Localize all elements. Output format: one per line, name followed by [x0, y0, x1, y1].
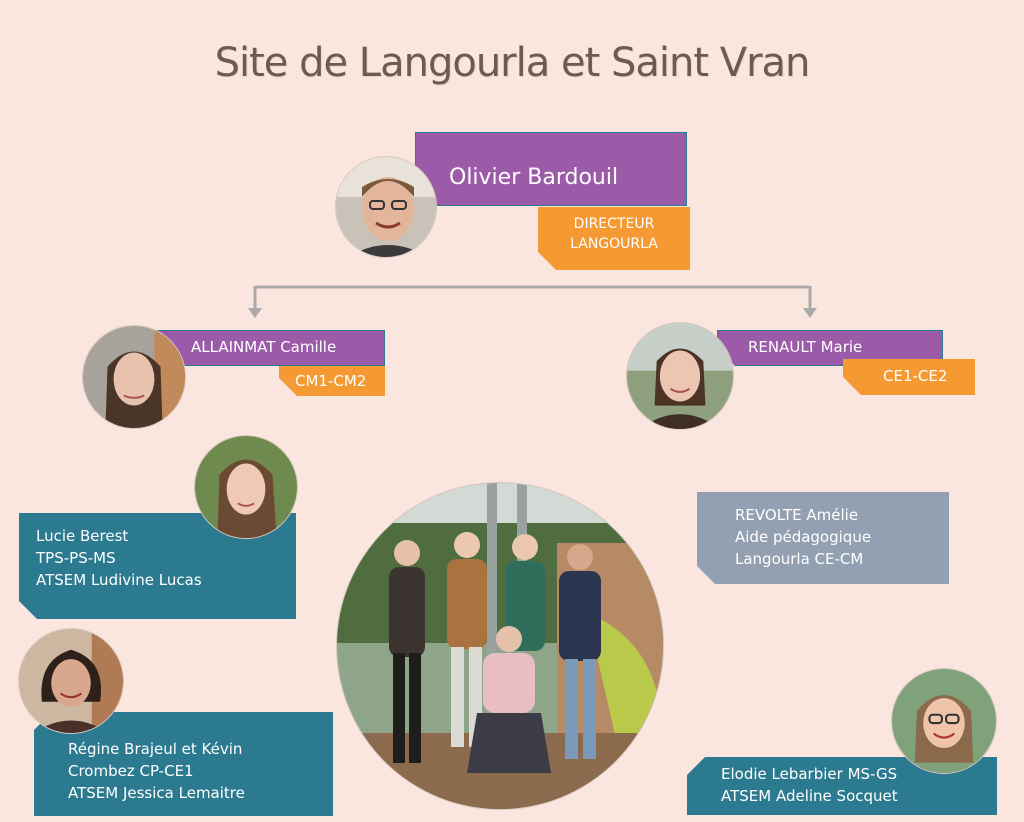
elodie-line-2: ATSEM Adeline Socquet: [721, 787, 898, 805]
director-photo: [335, 156, 437, 258]
teacher-left-photo: [82, 325, 186, 429]
teacher-left-class-box: CM1-CM2: [279, 366, 385, 396]
revolte-line-3: Langourla CE-CM: [735, 550, 864, 568]
revolte-line-2: Aide pédagogique: [735, 528, 872, 546]
teacher-right-photo: [626, 322, 734, 430]
elodie-photo: [891, 668, 997, 774]
lucie-photo: [194, 435, 298, 539]
teacher-left-name-box: ALLAINMAT Camille: [157, 330, 385, 366]
teacher-right-class-box: CE1-CE2: [843, 359, 975, 395]
revolte-info-box: REVOLTE Amélie Aide pédagogique Langourl…: [697, 492, 949, 584]
lucie-line-2: TPS-PS-MS: [36, 549, 116, 567]
director-role-line-2: LANGOURLA: [570, 236, 658, 252]
teacher-right-class: CE1-CE2: [883, 367, 948, 385]
director-role-box: DIRECTEUR LANGOURLA: [538, 207, 690, 270]
director-role-line-1: DIRECTEUR: [573, 216, 655, 232]
elodie-line-1: Elodie Lebarbier MS-GS: [721, 765, 898, 783]
arrow-down-icon: [803, 308, 817, 318]
teacher-right-name: RENAULT Marie: [748, 338, 863, 356]
lucie-line-1: Lucie Berest: [36, 527, 129, 545]
regine-line-1: Régine Brajeul et Kévin: [68, 740, 243, 758]
arrow-down-icon: [248, 308, 262, 318]
group-photo: [336, 482, 664, 810]
page-title: Site de Langourla et Saint Vran: [214, 40, 811, 86]
regine-line-2: Crombez CP-CE1: [68, 762, 194, 780]
regine-line-3: ATSEM Jessica Lemaitre: [68, 784, 245, 802]
teacher-left-class: CM1-CM2: [295, 372, 367, 390]
director-name-box: Olivier Bardouil: [415, 132, 687, 206]
regine-photo: [18, 628, 124, 734]
revolte-line-1: REVOLTE Amélie: [735, 506, 859, 524]
director-name: Olivier Bardouil: [449, 165, 619, 190]
lucie-line-3: ATSEM Ludivine Lucas: [36, 571, 202, 589]
teacher-left-name: ALLAINMAT Camille: [191, 338, 337, 356]
